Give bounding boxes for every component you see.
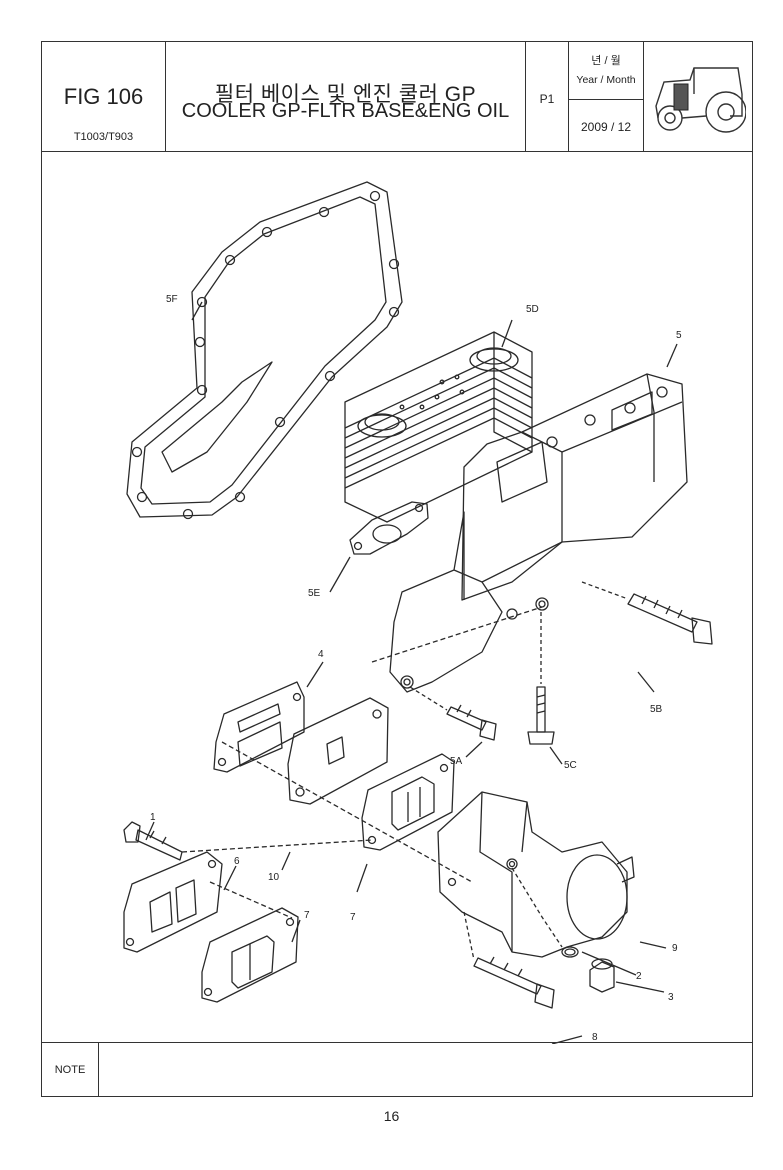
title-english: COOLER GP-FLTR BASE&ENG OIL <box>181 100 510 122</box>
oil-cooler-5d <box>344 331 533 523</box>
date-heading: 년 / 월 Year / Month <box>569 42 643 100</box>
callout-5c: 5C <box>564 760 577 771</box>
bolt-8 <box>463 911 555 1009</box>
page-code: P1 <box>539 92 555 106</box>
tractor-location-icon <box>655 67 746 133</box>
callout-5e: 5E <box>308 588 321 599</box>
tractor-cell <box>644 42 752 151</box>
callout-5: 5 <box>676 330 682 341</box>
parts-sheet: FIG 106 T1003/T903 필터 베이스 및 엔진 쿨러 GP COO… <box>41 41 753 1097</box>
page-number: 16 <box>383 1108 400 1124</box>
callout-5b: 5B <box>650 704 663 715</box>
callout-8: 8 <box>592 1032 598 1043</box>
o-ring-2 <box>561 946 579 958</box>
bolt-5a <box>409 686 497 741</box>
page-cell: P1 <box>526 42 569 151</box>
bolt-5b <box>581 581 713 645</box>
plate-10 <box>287 697 389 805</box>
callout-1: 1 <box>150 812 156 823</box>
gasket-7-right <box>361 753 455 851</box>
callout-4: 4 <box>318 649 324 660</box>
callout-3: 3 <box>668 992 674 1003</box>
title-cell: 필터 베이스 및 엔진 쿨러 GP COOLER GP-FLTR BASE&EN… <box>166 42 526 151</box>
gasket-7-left <box>201 907 299 1003</box>
gasket-5f <box>126 181 403 520</box>
gasket-5e <box>349 501 429 555</box>
gasket-6 <box>123 851 223 953</box>
callout-10: 10 <box>268 872 280 883</box>
year-month-korean: 년 / 월 <box>591 55 621 67</box>
callout-6: 6 <box>234 856 240 867</box>
callout-5f: 5F <box>166 294 178 305</box>
model-number: T1003/T903 <box>73 131 134 143</box>
title-block: FIG 106 T1003/T903 필터 베이스 및 엔진 쿨러 GP COO… <box>42 42 752 152</box>
callout-5a: 5A <box>450 756 463 767</box>
callout-5d: 5D <box>526 304 539 315</box>
figure-number: FIG 106 <box>63 84 144 109</box>
bolt-5c <box>527 612 555 745</box>
exploded-parts-drawing: 5F 5D 5 5E 4 5B 5A 5C 1 6 10 7 7 9 2 3 8 <box>123 181 713 1044</box>
title-korean: 필터 베이스 및 엔진 쿨러 GP <box>214 83 477 106</box>
year-month-english: Year / Month <box>576 74 636 86</box>
figure-cell: FIG 106 T1003/T903 <box>42 42 166 151</box>
filter-base-housing-5 <box>389 373 688 693</box>
date-cell: 년 / 월 Year / Month 2009 / 12 <box>569 42 644 151</box>
callout-7-left: 7 <box>304 910 310 921</box>
note-row: NOTE <box>42 1042 752 1096</box>
callout-7-right: 7 <box>350 912 356 923</box>
callout-9: 9 <box>672 943 678 954</box>
plug-3 <box>589 958 615 993</box>
note-label: NOTE <box>42 1043 99 1096</box>
filter-base-9 <box>437 791 635 958</box>
date-value: 2009 / 12 <box>580 120 632 134</box>
gasket-4 <box>213 681 305 773</box>
callout-2: 2 <box>636 971 642 982</box>
bolt-1 <box>123 821 183 861</box>
